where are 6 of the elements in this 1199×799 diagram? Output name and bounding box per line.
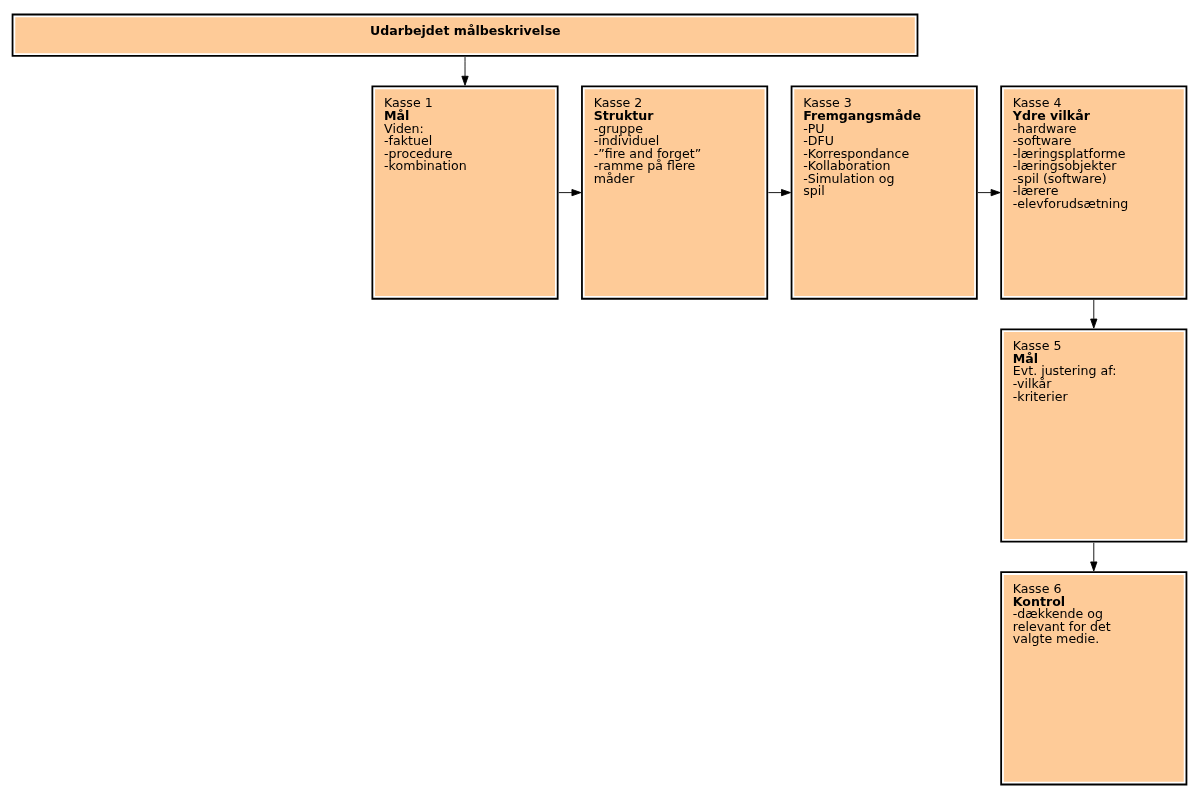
arrow xyxy=(461,56,469,86)
arrow xyxy=(977,189,1001,197)
arrow xyxy=(1090,299,1098,329)
arrow xyxy=(767,189,791,197)
arrow xyxy=(558,189,582,197)
arrow xyxy=(1090,542,1098,572)
